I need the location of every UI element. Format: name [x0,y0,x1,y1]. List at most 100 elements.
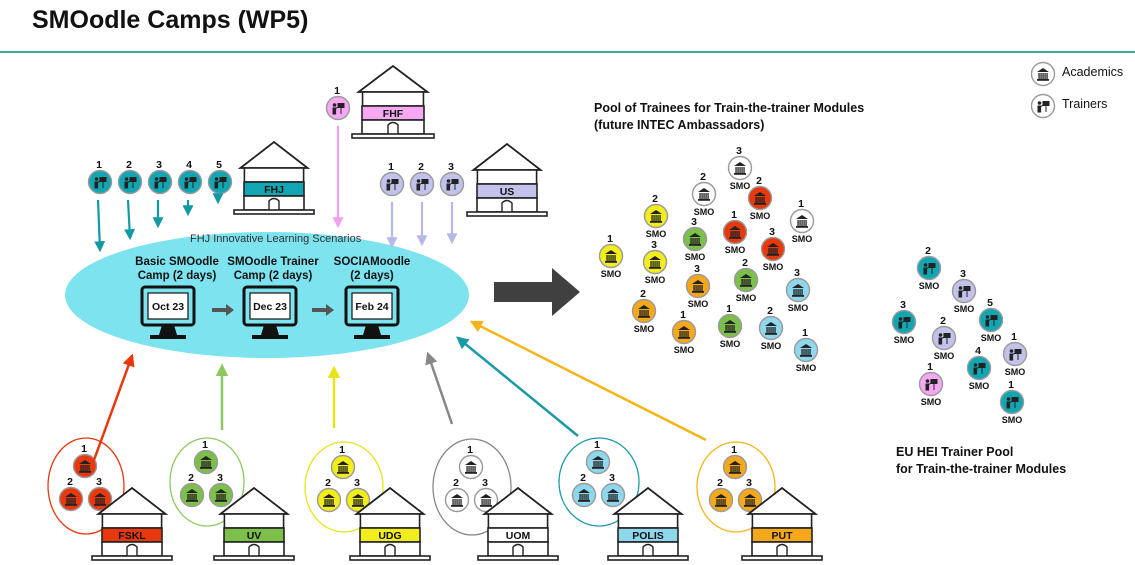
institution-label: FHF [383,108,404,120]
smo-label: SMO [894,335,915,345]
node-number: 1 [81,443,87,455]
smo-label: SMO [919,281,940,291]
node-number: 3 [736,145,742,157]
node-number: 1 [1011,331,1017,343]
institution-arrow [469,320,707,442]
node-number: 1 [731,444,737,456]
smo-label: SMO [725,245,746,255]
fhf-trainer-node: 1 [325,85,351,121]
smo-label: SMO [763,262,784,272]
node-number: 2 [418,161,424,173]
node-number: 3 [960,268,966,280]
node-number: 2 [717,477,723,489]
node-number: 3 [691,216,697,228]
fhj-trainer-node: 4 [177,159,203,195]
institution-arrow [425,351,454,425]
institution-building: FSKL [91,486,173,561]
institution-label: US [500,186,515,198]
node-number: 1 [731,209,737,221]
node-number: 4 [975,345,981,357]
smo-label: SMO [736,293,757,303]
node-number: 2 [925,245,931,257]
node-number: 3 [746,477,752,489]
institution-ring [304,441,384,533]
legend-trainers-icon [1030,93,1056,119]
institution-label: FHJ [264,184,284,196]
node-number: 1 [339,444,345,456]
academic-node: 3 [737,477,763,513]
academic-node: 2 [58,476,84,512]
academic-node: 3 [87,476,113,512]
eu-title-line-2: for Train-the-trainer Modules [896,462,1067,476]
us-trainer-node: 3 [439,161,465,197]
node-number: 3 [794,267,800,279]
institution-ring [696,441,776,533]
camp-2-label: SMOodle Trainer Camp (2 days) [227,256,319,282]
node-number: 3 [448,161,454,173]
node-number: 1 [927,361,933,373]
fhj-trainer-node: 1 [87,159,113,195]
node-number: 1 [96,159,102,171]
node-number: 3 [482,477,488,489]
smo-label: SMO [934,351,955,361]
institution-ring [558,437,640,527]
node-number: 2 [700,171,706,183]
academic-node: 2 [444,477,470,513]
node-number: 3 [156,159,162,171]
smo-label: SMO [1002,415,1023,425]
academic-node: 3 [208,472,234,508]
node-number: 3 [651,239,657,251]
node-number: 1 [726,303,732,315]
camp-monitor: Feb 24 [344,285,400,339]
institution-label: PUT [772,530,794,542]
academic-node: 1 [722,444,748,480]
pool-title-line-1: Pool of Trainees for Train-the-trainer M… [594,101,865,115]
fhj-arrow [124,199,136,241]
smo-label: SMO [969,381,990,391]
smo-label: SMO [796,363,817,373]
academic-node: 1 [458,444,484,480]
institution-label: UDG [378,530,401,542]
smo-label: SMO [646,229,667,239]
fhj-trainer-node: 5 [207,159,233,195]
node-number: 4 [186,159,192,171]
smo-label: SMO [645,275,666,285]
node-number: 1 [467,444,473,456]
academic-node: 3 [345,477,371,513]
institution-building: UOM [477,486,559,561]
smo-label: SMO [720,339,741,349]
node-number: 1 [202,439,208,451]
institution-arrow [92,353,135,461]
smo-label: SMO [981,333,1002,343]
page-title: SMOodle Camps (WP5) [32,6,309,34]
smo-label: SMO [730,181,751,191]
smo-label: SMO [1005,367,1026,377]
academic-node: 2 [179,472,205,508]
camp-date: Feb 24 [355,301,388,313]
camp-date: Dec 23 [253,301,287,313]
fhj-building: FHJ [233,140,315,215]
camp-flow-arrow [312,304,334,316]
academic-node: 1 [193,439,219,475]
academic-node: 1 [72,443,98,479]
institution-label: FSKL [118,530,146,542]
institution-ring [432,438,512,536]
institution-building: POLIS [607,486,689,561]
node-number: 3 [609,472,615,484]
node-number: 2 [640,288,646,300]
node-number: 3 [354,477,360,489]
node-number: 1 [798,198,804,210]
node-number: 2 [767,305,773,317]
institution-ring [47,437,125,535]
camp-flow-arrow [212,304,234,316]
